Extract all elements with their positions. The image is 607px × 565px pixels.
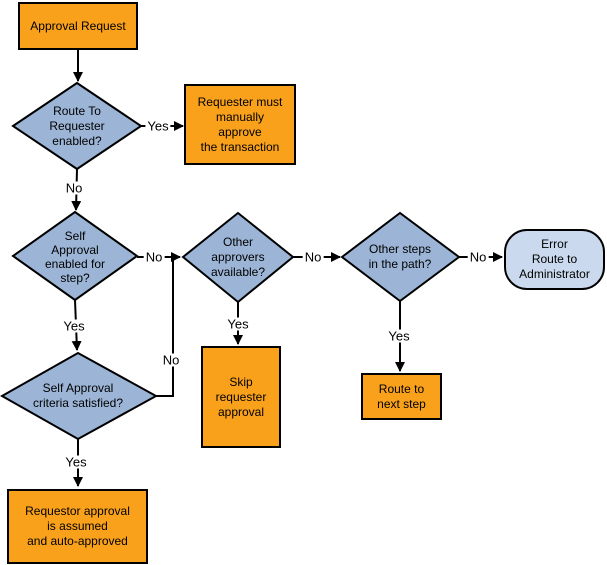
- node-other-approvers: [181, 211, 295, 304]
- node-other-steps: [340, 211, 461, 303]
- node-skip-requester-label: Skip requester approval: [215, 374, 267, 419]
- edge-label-self-enabled-yes: Yes: [61, 318, 87, 334]
- edge-label-criteria-no: No: [160, 352, 182, 368]
- edge-label-self-enabled-no: No: [143, 249, 165, 265]
- node-error-route-admin-label: Error Route to Administrator: [519, 237, 590, 281]
- node-other-steps-label: Other steps in the path?: [368, 242, 432, 271]
- node-route-to-requester: [11, 81, 143, 171]
- edge-label-approvers-yes: Yes: [225, 316, 251, 332]
- node-auto-approved: [7, 489, 148, 564]
- node-requester-manual: [184, 84, 296, 165]
- node-skip-requester: [201, 346, 281, 448]
- edge-label-route-no: No: [63, 180, 85, 196]
- edge-label-route-yes: Yes: [145, 118, 171, 134]
- node-start-label: Approval Request: [30, 18, 126, 33]
- edge-criteria-no: [156, 258, 174, 397]
- node-route-next-step-label: Route to next step: [377, 381, 426, 411]
- edge-label-steps-no: No: [467, 249, 489, 265]
- node-error-route-admin: [504, 229, 605, 290]
- edge-label-criteria-yes: Yes: [63, 454, 89, 470]
- node-requester-manual-label: Requester must manually approve the tran…: [197, 94, 283, 154]
- node-self-approval-enabled-label: Self Approval enabled for step?: [44, 228, 106, 285]
- node-other-approvers-label: Other approvers available?: [210, 234, 266, 279]
- edge-label-approvers-no: No: [302, 249, 324, 265]
- node-start: [18, 2, 138, 50]
- node-self-approval-enabled: [11, 210, 139, 302]
- node-criteria-satisfied-label: Self Approval criteria satisfied?: [32, 381, 124, 410]
- node-route-to-requester-label: Route To Requester enabled?: [49, 103, 105, 148]
- node-route-next-step: [361, 373, 442, 420]
- edge-label-steps-yes: Yes: [386, 328, 412, 344]
- node-criteria-satisfied: [0, 351, 159, 441]
- node-auto-approved-label: Requestor approval is assumed and auto-a…: [25, 504, 130, 548]
